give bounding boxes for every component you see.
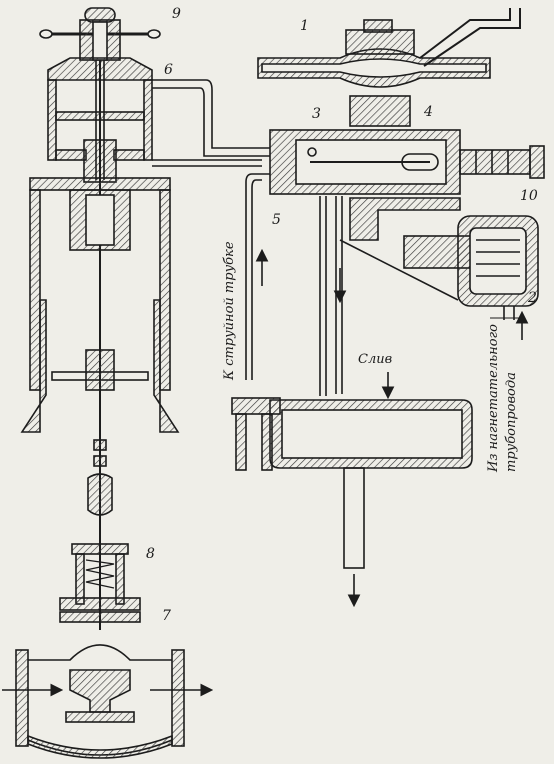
label-part-5: 5	[272, 212, 281, 228]
label-part-4: 4	[424, 104, 433, 120]
to-jet-tube-caption: К струйной трубке	[222, 241, 237, 380]
drain-caption: Слив	[358, 352, 393, 367]
handwheel-9	[39, 7, 161, 61]
from-discharge-line-caption-2: трубопровода	[504, 372, 519, 472]
label-part-7: 7	[162, 608, 171, 624]
label-part-8: 8	[146, 546, 155, 562]
label-part-3: 3	[312, 106, 321, 122]
servomotor-lower-cylinder	[20, 177, 180, 433]
pilot-valve-2	[339, 197, 539, 320]
jet-relay-box-3	[269, 129, 461, 195]
label-part-9: 9	[172, 6, 181, 22]
adjusting-screw-10	[459, 145, 545, 179]
label-part-6: 6	[164, 62, 173, 78]
from-discharge-line-caption-1: Из нагнетательного	[486, 324, 501, 472]
label-part-1: 1	[300, 18, 309, 34]
label-part-10: 10	[520, 188, 538, 204]
pipe-lines	[152, 79, 270, 380]
control-valve-7	[15, 611, 185, 759]
membrane-unit-1	[257, 8, 521, 127]
coupling	[87, 439, 113, 516]
label-part-2: 2	[528, 290, 537, 306]
drain-tank	[231, 397, 473, 608]
spring-housing-8	[59, 543, 141, 611]
